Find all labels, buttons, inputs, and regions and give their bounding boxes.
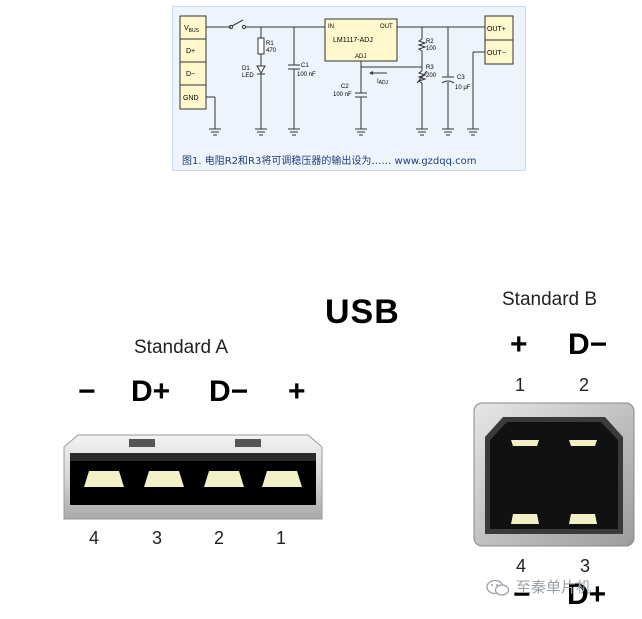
usb-a-pin-2 xyxy=(204,471,244,487)
usb-b-pin-4 xyxy=(511,514,539,524)
std-a-symbol-dminus: D− xyxy=(209,375,249,408)
std-a-pin-number-1: 1 xyxy=(276,528,287,548)
vbus-label: V xyxy=(184,25,189,32)
ic-in-label: IN xyxy=(328,24,334,30)
r3-value: 200 xyxy=(426,73,437,79)
r2-label: R2 xyxy=(426,39,434,45)
usb-a-latch-right xyxy=(235,439,261,447)
c1-value: 100 nF xyxy=(297,72,316,78)
standard-a-label: Standard A xyxy=(134,337,229,358)
c2-label: C2 xyxy=(341,84,349,90)
std-b-symbol-dplus: D+ xyxy=(567,578,607,611)
led-symbol xyxy=(256,65,266,75)
usb-b-cavity xyxy=(490,422,618,529)
std-b-pin-number-4: 4 xyxy=(516,556,527,576)
usb-b-pin-2 xyxy=(569,440,597,446)
usb-a-pin-1 xyxy=(262,471,302,487)
schematic-panel: VBUS D+ D− GND R1 470 D1 LED C1 100 nF xyxy=(172,6,526,171)
watermark-text: 至秦单片机 xyxy=(516,578,592,596)
usb-a-connector xyxy=(63,434,323,520)
switch xyxy=(231,19,244,27)
std-b-symbol-minus: − xyxy=(513,578,531,611)
out-plus-label: OUT+ xyxy=(487,26,506,33)
std-a-pin-number-2: 2 xyxy=(214,528,225,548)
std-b-symbol-dminus: D− xyxy=(568,328,608,361)
usb-b-pin-3 xyxy=(569,514,597,524)
standard-b-label: Standard B xyxy=(502,289,598,310)
ic-out-label: OUT xyxy=(380,24,393,30)
usb-title: USB xyxy=(325,293,400,331)
std-b-pin-number-1: 1 xyxy=(515,375,526,395)
c3-label: C3 xyxy=(457,75,465,81)
r3-label: R3 xyxy=(426,65,434,71)
std-b-pin-number-3: 3 xyxy=(580,556,591,576)
dminus-label: D− xyxy=(186,71,195,78)
c2-value: 100 nF xyxy=(333,92,352,98)
std-b-symbol-plus: + xyxy=(510,328,528,361)
schematic-diagram: VBUS D+ D− GND R1 470 D1 LED C1 100 nF xyxy=(179,15,514,136)
usb-b-connector xyxy=(473,402,635,547)
usb-a-latch-left xyxy=(129,439,155,447)
std-a-symbol-minus: − xyxy=(78,375,96,408)
std-a-pin-number-4: 4 xyxy=(89,528,100,548)
out-minus-label: OUT− xyxy=(487,50,506,57)
std-a-symbol-plus: + xyxy=(288,375,306,408)
dplus-label: D+ xyxy=(186,48,195,55)
d1-value: LED xyxy=(242,73,254,79)
gnd-label: GND xyxy=(183,95,199,102)
d1-label: D1 xyxy=(242,66,250,72)
iadj-label: IADJ xyxy=(377,79,389,86)
c3-value: 10 μF xyxy=(455,85,471,91)
usb-a-pin-4 xyxy=(84,471,124,487)
ic-name: LM1117-ADJ xyxy=(333,37,373,44)
ic-adj-label: ADJ xyxy=(355,54,366,60)
r1-value: 470 xyxy=(266,48,277,54)
usb-b-pin-1 xyxy=(511,440,539,446)
std-b-pin-number-2: 2 xyxy=(579,375,590,395)
std-a-pin-number-3: 3 xyxy=(152,528,163,548)
regulator-ic xyxy=(324,18,398,62)
wechat-icon xyxy=(486,579,510,596)
svg-text:VBUS: VBUS xyxy=(184,25,200,34)
r1-label: R1 xyxy=(266,41,274,47)
std-a-symbol-dplus: D+ xyxy=(131,375,171,408)
schematic-caption: 图1. 电阻R2和R3将可调稳压器的输出设为…… www.gzdqq.com xyxy=(182,156,477,167)
c1-label: C1 xyxy=(301,63,309,69)
usb-a-pin-3 xyxy=(144,471,184,487)
r2-value: 100 xyxy=(426,46,437,52)
